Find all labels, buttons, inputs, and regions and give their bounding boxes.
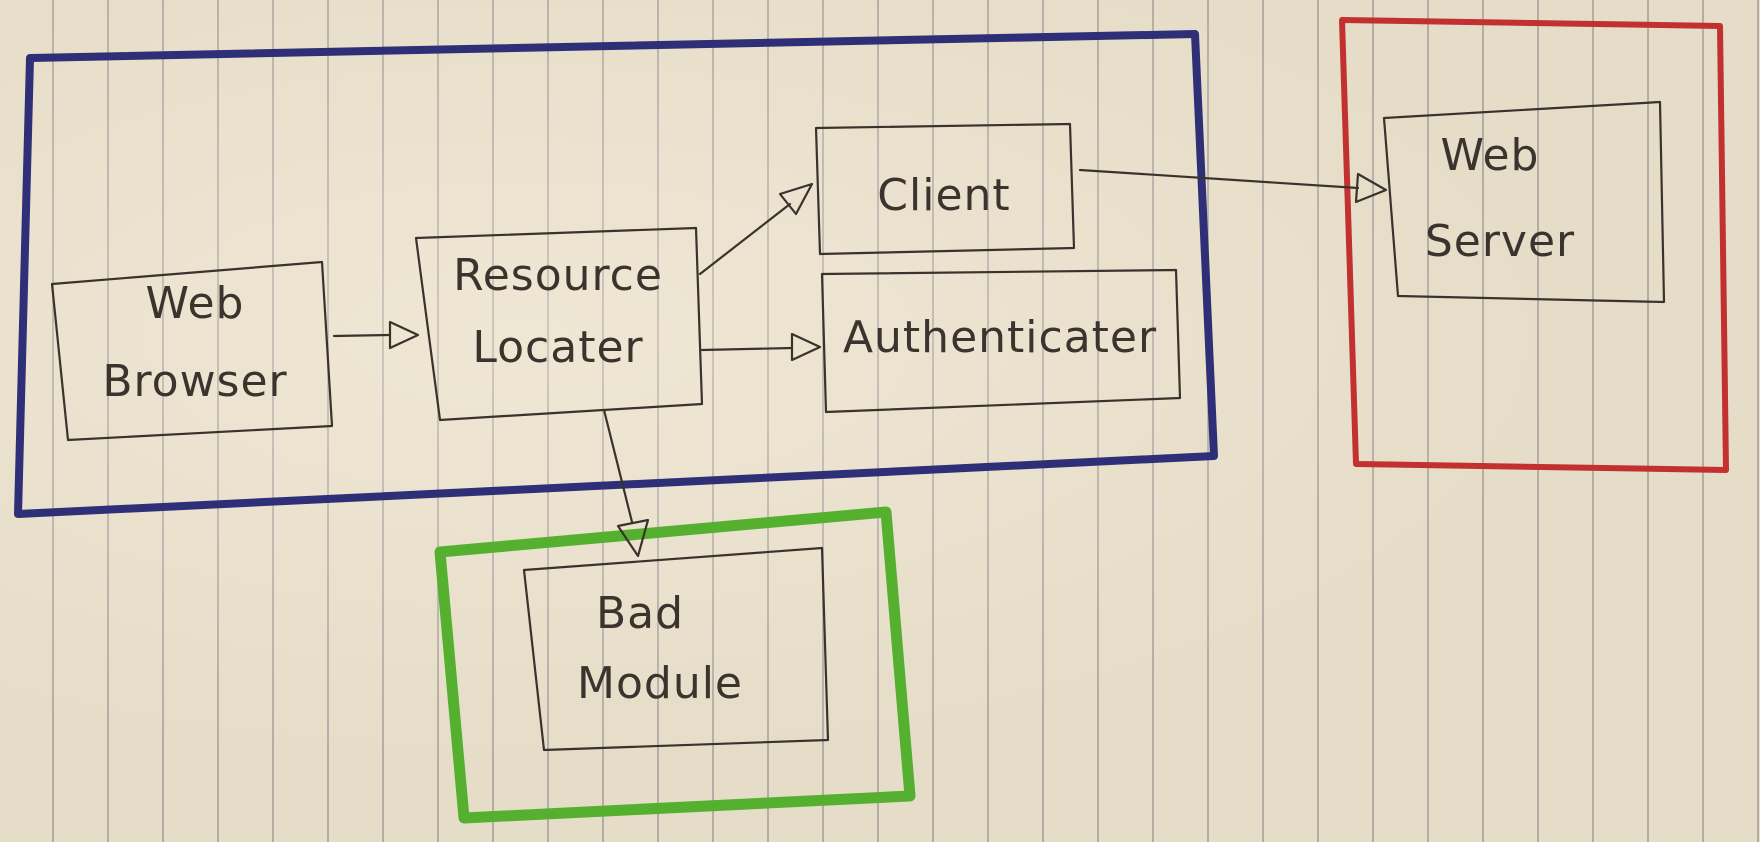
bad-module-group — [434, 506, 916, 824]
web-browser-node: Web Browser — [50, 260, 334, 442]
browser-process-group — [14, 30, 1218, 518]
bad-module-label-line1: Bad — [596, 588, 684, 639]
authenticater-label: Authenticater — [843, 312, 1157, 363]
client-node: Client — [814, 122, 1076, 256]
edge-locater-to-bad-module — [602, 408, 650, 558]
web-server-label-line2: Server — [1425, 216, 1575, 267]
edge-browser-to-locater — [332, 320, 420, 350]
edge-client-to-web-server — [1078, 168, 1388, 204]
edge-locater-to-authenticater — [700, 332, 822, 362]
web-browser-label-line1: Web — [146, 278, 245, 329]
bad-module-label-line2: Module — [577, 658, 743, 709]
resource-locater-node: Resource Locater — [414, 226, 704, 422]
web-browser-label-line2: Browser — [102, 356, 287, 407]
resource-locater-label-line2: Locater — [472, 322, 643, 373]
web-server-group — [1339, 17, 1729, 473]
web-server-node: Web Server — [1382, 100, 1666, 304]
bad-module-node: Bad Module — [522, 546, 830, 752]
edge-locater-to-client — [698, 182, 814, 276]
authenticater-node: Authenticater — [820, 268, 1182, 414]
client-label: Client — [877, 170, 1010, 221]
web-server-label-line1: Web — [1441, 130, 1540, 181]
resource-locater-label-line1: Resource — [453, 250, 663, 301]
